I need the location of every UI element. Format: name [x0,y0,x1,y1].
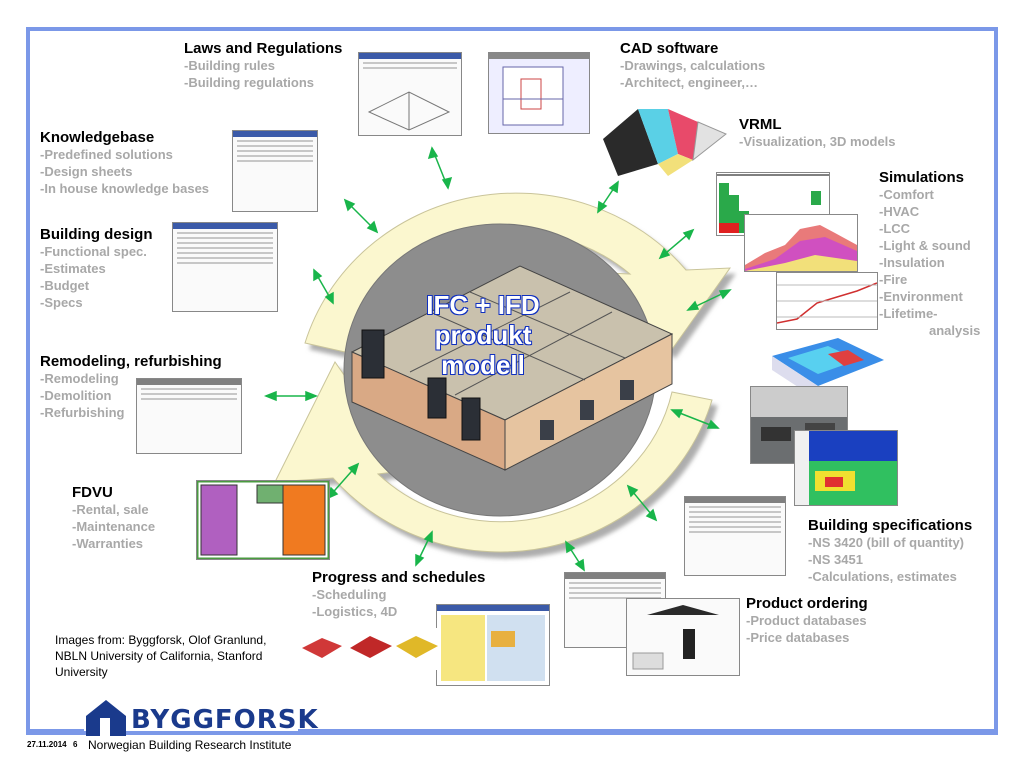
thumb-vrml [598,104,728,180]
thumb-remodeling [136,378,242,454]
thumb-knowledge [232,130,318,212]
label-knowledge-title: Knowledgebase [40,129,155,146]
label-design-item: -Specs [40,295,83,310]
thumb-design [172,222,278,312]
label-progress: Progress and schedules -Scheduling -Logi… [312,569,485,620]
thumb-ordering-product [626,598,740,676]
logo-wordmark: BYGGFORSK [131,705,319,735]
center-title: IFC + IFD produkt modell [398,290,568,380]
label-remodeling: Remodeling, refurbishing -Remodeling -De… [40,353,222,421]
label-design: Building design -Functional spec. -Estim… [40,226,153,311]
label-remodeling-item: -Remodeling [40,371,119,386]
label-ordering-item: -Price databases [746,630,850,645]
label-progress-item: -Logistics, 4D [312,604,398,619]
thumb-fdvu [196,480,330,560]
label-cad-title: CAD software [620,40,719,57]
center-title-line1: IFC + IFD [426,290,540,320]
thumb-progress-models [300,628,440,670]
label-laws-item: -Building regulations [184,75,314,90]
page-number: 6 [73,740,78,749]
label-ordering-title: Product ordering [746,595,868,612]
thumb-laws [358,52,462,136]
label-design-item: -Functional spec. [40,244,147,259]
label-design-item: -Estimates [40,261,106,276]
thumb-specs [684,496,786,576]
label-knowledge: Knowledgebase -Predefined solutions -Des… [40,129,209,197]
label-simulations-item: -Environment [879,289,963,304]
label-cad-item: -Architect, engineer,… [620,75,758,90]
label-ordering-item: -Product databases [746,613,867,628]
label-specs: Building specifications -NS 3420 (bill o… [808,517,972,585]
label-simulations-item: -Light & sound [879,238,971,253]
label-progress-title: Progress and schedules [312,569,486,586]
label-simulations-item: -HVAC [879,204,920,219]
label-design-item: -Budget [40,278,90,293]
label-progress-item: -Scheduling [312,587,387,602]
label-remodeling-item: -Demolition [40,388,112,403]
label-remodeling-item: -Refurbishing [40,405,125,420]
label-ordering: Product ordering -Product databases -Pri… [746,595,868,646]
label-fdvu: FDVU -Rental, sale -Maintenance -Warrant… [72,484,155,552]
slide-frame [26,27,998,735]
label-knowledge-item: -Predefined solutions [40,147,173,162]
label-vrml: VRML -Visualization, 3D models [739,116,896,150]
label-simulations-item: analysis [929,323,981,338]
label-laws: Laws and Regulations -Building rules -Bu… [184,40,342,91]
connector-arrows [263,146,732,572]
label-specs-item: -NS 3420 (bill of quantity) [808,535,965,550]
label-fdvu-item: -Maintenance [72,519,156,534]
house-logo-icon [86,700,126,736]
label-specs-item: -Calculations, estimates [808,569,957,584]
organization-name: Norwegian Building Research Institute [88,738,292,752]
label-simulations-item: -LCC [879,221,911,236]
thumb-progress-table [436,604,550,686]
label-knowledge-item: -In house knowledge bases [40,181,210,196]
label-simulations-title: Simulations [879,169,965,186]
label-fdvu-item: -Warranties [72,536,144,551]
label-laws-item: -Building rules [184,58,275,73]
image-credit: Images from: Byggforsk, Olof Granlund, N… [55,633,267,679]
label-design-title: Building design [40,226,153,243]
thumb-sim-line [776,272,878,330]
footer-date: 27.11.2014 [27,740,67,749]
label-vrml-title: VRML [739,116,782,133]
label-remodeling-title: Remodeling, refurbishing [40,353,222,370]
label-specs-item: -NS 3451 [808,552,863,567]
label-simulations: Simulations -Comfort -HVAC -LCC -Light &… [879,169,980,339]
label-simulations-item: -Fire [879,272,908,287]
label-simulations-item: -Lifetime- [879,306,938,321]
label-fdvu-title: FDVU [72,484,113,501]
label-knowledge-item: -Design sheets [40,164,133,179]
building-model [350,265,674,471]
thumb-sim-fire [794,430,898,506]
label-laws-title: Laws and Regulations [184,40,343,57]
center-title-line2: produkt [434,320,532,350]
label-vrml-item: -Visualization, 3D models [739,134,896,149]
thumb-sim-area [744,214,858,272]
center-title-line3: modell [441,350,525,380]
cycle-arrow-bottom [274,361,713,553]
label-cad-item: -Drawings, calculations [620,58,766,73]
label-simulations-item: -Comfort [879,187,934,202]
label-fdvu-item: -Rental, sale [72,502,149,517]
label-specs-title: Building specifications [808,517,973,534]
thumb-sim-photo [750,386,848,464]
label-cad: CAD software -Drawings, calculations -Ar… [620,40,765,91]
label-simulations-item: -Insulation [879,255,945,270]
thumb-cad [488,52,590,134]
